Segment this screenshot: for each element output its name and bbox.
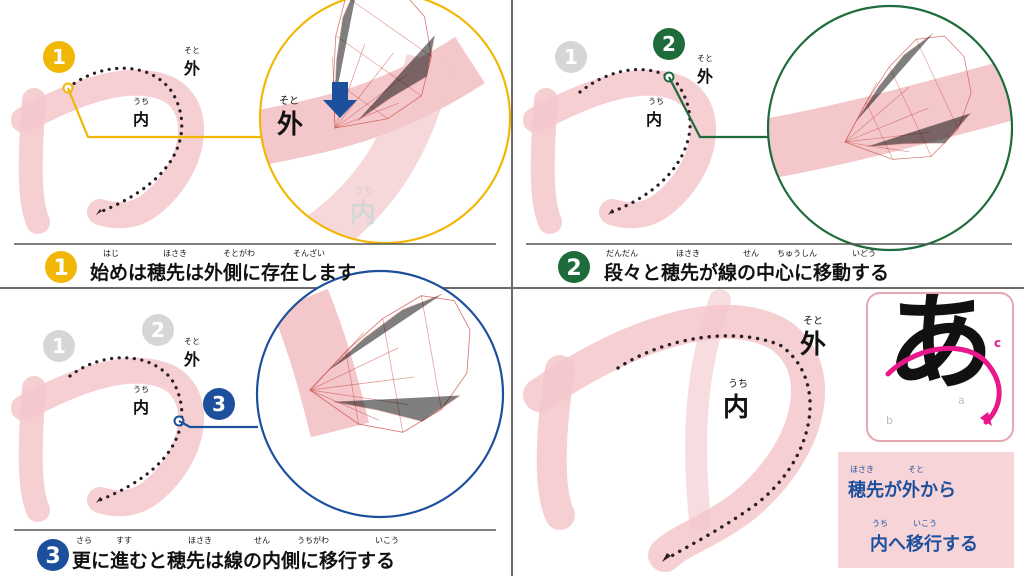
panel1-caption-badge: 1 [45,251,77,283]
panel3-uchi-ruby: うち [133,385,149,394]
panel-3: 1 2 3 [11,269,505,531]
svg-text:3: 3 [212,392,226,416]
summary-line-1: 穂先が外から [848,480,956,501]
panel1-zoom-circle-border [258,0,512,245]
panel4-uchi-ruby: うち [728,379,748,390]
panel1-zoom-uchi-ruby: うち [354,186,374,197]
panel2-caption-ruby-2: ほさき [676,249,700,258]
panel2-soto-label: 外 [697,67,714,86]
summary-box: ほさき そと 穂先が外から うち いこう 内へ移行する [838,452,1014,568]
panel2-caption: 段々と穂先が線の中心に移動する [604,262,890,284]
panel4-uchi-label: 内 [723,393,750,423]
panel1-soto-ruby: そと [184,46,200,55]
panel3-caption-ruby-6: いこう [375,536,399,545]
panel3-soto-ruby: そと [184,337,200,346]
panel-1: 1 [11,0,512,245]
panel1-leader-line [66,87,262,139]
summary-ruby-3: うち [872,519,888,528]
panel3-caption-ruby-5: うちがわ [297,536,329,545]
panel3-step-badge [203,388,235,420]
panel2-zoom-circle-border [766,4,1014,252]
panel1-caption-ruby-4: そんざい [293,249,325,258]
panel3-dotted-path [68,356,184,502]
panel2-step-badge [653,28,685,60]
panel3-caption: 更に進むと穂先は線の内側に移行する [72,550,396,572]
panel-4 [523,289,826,572]
svg-text:2: 2 [662,32,676,56]
panel2-uchi-ruby: うち [648,97,664,106]
panel4-soto-ruby: そと [803,316,823,327]
summary-ruby-1: ほさき [850,465,874,474]
panel3-caption-badge: 3 [37,539,69,571]
panel1-uchi-label: 内 [133,110,150,129]
panel2-caption-badge: 2 [558,251,590,283]
svg-text:1: 1 [53,256,68,281]
panel1-zoom-soto-ruby: そと [279,96,299,107]
panel3-caption-ruby-3: ほさき [188,536,212,545]
panel-2: 1 2 [523,4,1014,252]
panel3-caption-ruby-4: せん [254,536,270,545]
panel2-zoom-content [768,23,1012,188]
panel3-leader-line [178,420,258,429]
panel3-zoom-circle-border [255,269,505,519]
panel1-step-badge [43,41,75,73]
panel2-leader-line [668,76,770,139]
svg-text:3: 3 [45,544,60,569]
inset-label-a: a [958,394,965,407]
panel2-caption-ruby-3: せん [743,249,759,258]
panel4-dotted-path [616,334,812,560]
panel1-down-arrow-icon [323,82,357,118]
inset-label-b: b [886,414,893,427]
panel1-caption-ruby-3: そとがわ [223,249,255,258]
panel4-soto-label: 外 [800,330,827,360]
inset-magenta-arc [885,345,1002,426]
svg-text:2: 2 [151,318,165,342]
panel1-uchi-ruby: うち [133,97,149,106]
inset-hiragana-a: あ [886,292,995,405]
inset-label-c: c [994,336,1002,350]
panel2-caption-ruby-5: いどう [852,249,876,258]
svg-text:1: 1 [564,45,578,69]
panel3-caption-ruby-1: さら [76,536,92,545]
panel2-caption-ruby-1: だんだん [606,249,638,258]
summary-ruby-4: いこう [913,519,937,528]
panel3-soto-label: 外 [184,350,201,369]
panel1-zoom-soto-label: 外 [277,110,304,140]
panel3-uchi-label: 内 [133,398,150,417]
panel2-faded-badge [555,41,587,73]
panel1-caption-ruby-1: はじ [103,249,119,258]
svg-text:1: 1 [52,334,66,358]
panel4-arrowhead [662,553,671,562]
hiragana-inset: あ c a b [866,292,1014,442]
panel2-soto-ruby: そと [697,54,713,63]
summary-ruby-2: そと [908,465,924,474]
summary-line-2: 内へ移行する [870,534,978,555]
panel1-step-badge-number: 1 [52,45,66,69]
panel3-zoom-content [272,288,486,448]
panel1-arrowhead [96,209,102,215]
panel2-uchi-label: 内 [646,110,663,129]
panel1-zoom-uchi-label: 内 [350,199,377,229]
panel2-dotted-path [578,67,692,214]
panel2-caption-ruby-4: ちゅうしん [777,249,817,258]
panel1-caption: 始めは穂先は外側に存在します [90,262,357,284]
panel1-caption-ruby-2: ほさき [163,249,187,258]
panel1-soto-label: 外 [184,59,201,78]
svg-text:2: 2 [566,256,581,281]
horizontal-divider [0,287,1024,289]
panel3-caption-ruby-2: すす [116,536,132,545]
